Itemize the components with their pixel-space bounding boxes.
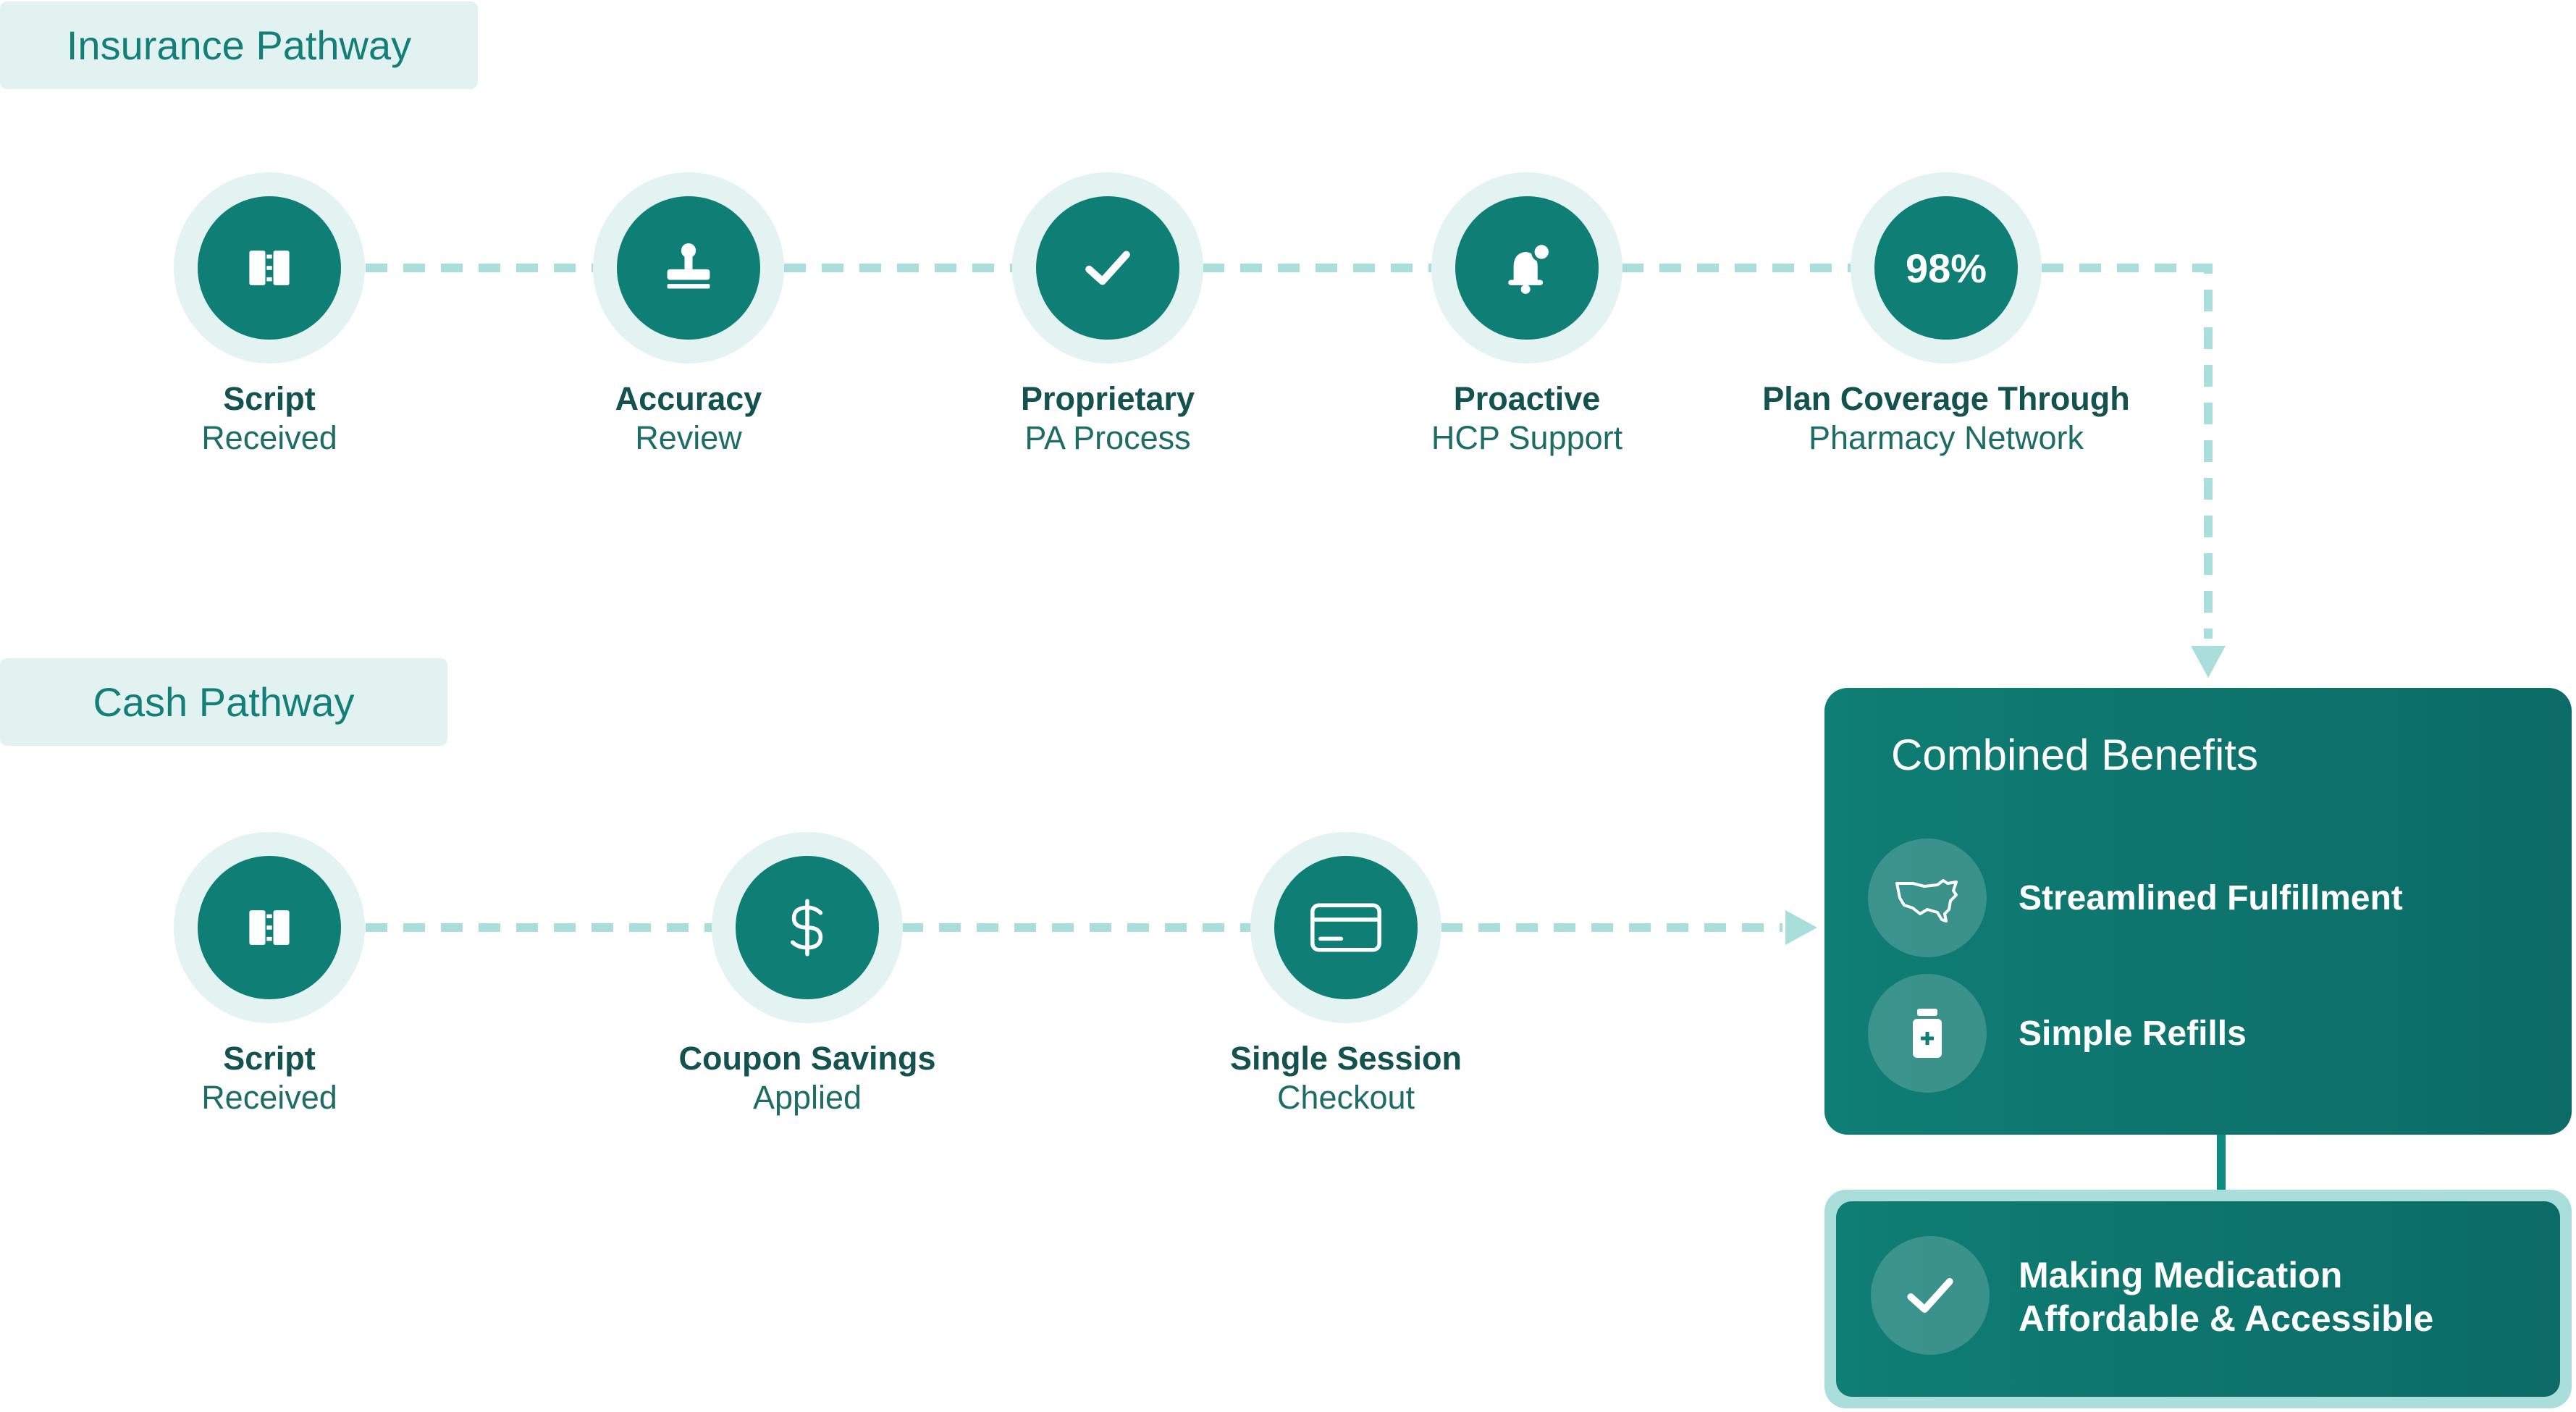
benefits-to-outcome-connector (2217, 1135, 2226, 1190)
step-ring (1250, 832, 1441, 1023)
step-disc (736, 856, 879, 999)
insurance-step-accuracy-review: Accuracy Review (493, 172, 884, 458)
step-disc (1455, 196, 1599, 340)
step-title: Plan Coverage Through (1762, 380, 2130, 417)
step-subtitle: Pharmacy Network (1808, 419, 2084, 456)
outcome-title: Making Medication (2019, 1255, 2343, 1295)
benefit-streamlined-fulfillment: Streamlined Fulfillment (1868, 839, 2403, 957)
credit-card-icon (1310, 903, 1381, 952)
script-icon (249, 251, 290, 285)
step-disc (198, 856, 341, 999)
insurance-step-proprietary-pa-process: Proprietary PA Process (912, 172, 1303, 458)
step-subtitle: Received (201, 1079, 337, 1116)
step-ring (1431, 172, 1622, 363)
check-icon (1907, 1278, 1953, 1313)
insurance-step-plan-coverage: 98% Plan Coverage Through Pharmacy Netwo… (1751, 172, 2142, 458)
step-title: Proprietary (1020, 380, 1195, 417)
step-subtitle: Review (635, 419, 742, 456)
step-ring: 98% (1851, 172, 2042, 363)
insurance-pathway-title: Insurance Pathway (66, 22, 412, 68)
benefit-icon-circle (1868, 839, 1987, 957)
insurance-pathway-tag: Insurance Pathway (0, 1, 478, 89)
insurance-step-proactive-hcp-support: Proactive HCP Support (1331, 172, 1722, 458)
coverage-percent: 98% (1905, 245, 1987, 291)
outcome-card: Making Medication Affordable & Accessibl… (1824, 1190, 2572, 1408)
dollar-icon (791, 899, 823, 957)
step-title: Accuracy (615, 380, 762, 417)
step-title: Proactive (1453, 380, 1601, 417)
cash-step-coupon-savings: Coupon Savings Applied (612, 832, 1003, 1117)
pill-bottle-icon (1913, 1009, 1942, 1058)
cash-step-single-session-checkout: Single Session Checkout (1150, 832, 1541, 1117)
step-subtitle: PA Process (1024, 419, 1191, 456)
outcome-subtitle: Affordable & Accessible (2019, 1298, 2434, 1339)
stamp-icon (667, 243, 710, 289)
step-title: Script (223, 1040, 316, 1077)
outcome-card-inner: Making Medication Affordable & Accessibl… (1836, 1201, 2560, 1397)
us-map-icon (1895, 879, 1958, 923)
step-disc (1036, 196, 1179, 340)
step-title: Coupon Savings (678, 1040, 936, 1077)
script-icon (249, 910, 290, 945)
step-disc (198, 196, 341, 340)
step-subtitle: HCP Support (1431, 419, 1623, 456)
step-subtitle: Applied (752, 1079, 862, 1116)
cash-pathway-title: Cash Pathway (93, 679, 355, 725)
benefit-icon-circle (1868, 974, 1987, 1093)
combined-benefits-card: Combined Benefits Streamlined Fulfillmen… (1824, 688, 2572, 1135)
step-ring (1012, 172, 1203, 363)
step-disc: 98% (1874, 196, 2018, 340)
step-subtitle: Checkout (1276, 1079, 1415, 1116)
insurance-step-script-received: Script Received (74, 172, 465, 458)
check-icon (1085, 251, 1130, 285)
outcome-icon-circle (1871, 1236, 1990, 1355)
insurance-arrowhead (2191, 646, 2226, 678)
outcome-text: Making Medication Affordable & Accessibl… (2019, 1253, 2433, 1340)
step-title: Single Session (1229, 1040, 1462, 1077)
step-subtitle: Received (201, 419, 337, 456)
benefit-label: Streamlined Fulfillment (2019, 878, 2403, 917)
cash-step-script-received: Script Received (74, 832, 465, 1117)
combined-benefits-title: Combined Benefits (1891, 731, 2258, 779)
bell-notification-icon (1508, 241, 1552, 294)
insurance-to-benefits-connector (2042, 264, 2213, 639)
cash-arrowhead (1785, 910, 1817, 945)
step-ring (174, 832, 365, 1023)
step-disc (617, 196, 760, 340)
step-ring (174, 172, 365, 363)
step-title: Script (223, 380, 316, 417)
cash-pathway-tag: Cash Pathway (0, 658, 447, 746)
step-ring (712, 832, 903, 1023)
benefit-label: Simple Refills (2019, 1014, 2247, 1053)
benefit-simple-refills: Simple Refills (1868, 974, 2247, 1093)
step-disc (1274, 856, 1418, 999)
step-ring (593, 172, 784, 363)
